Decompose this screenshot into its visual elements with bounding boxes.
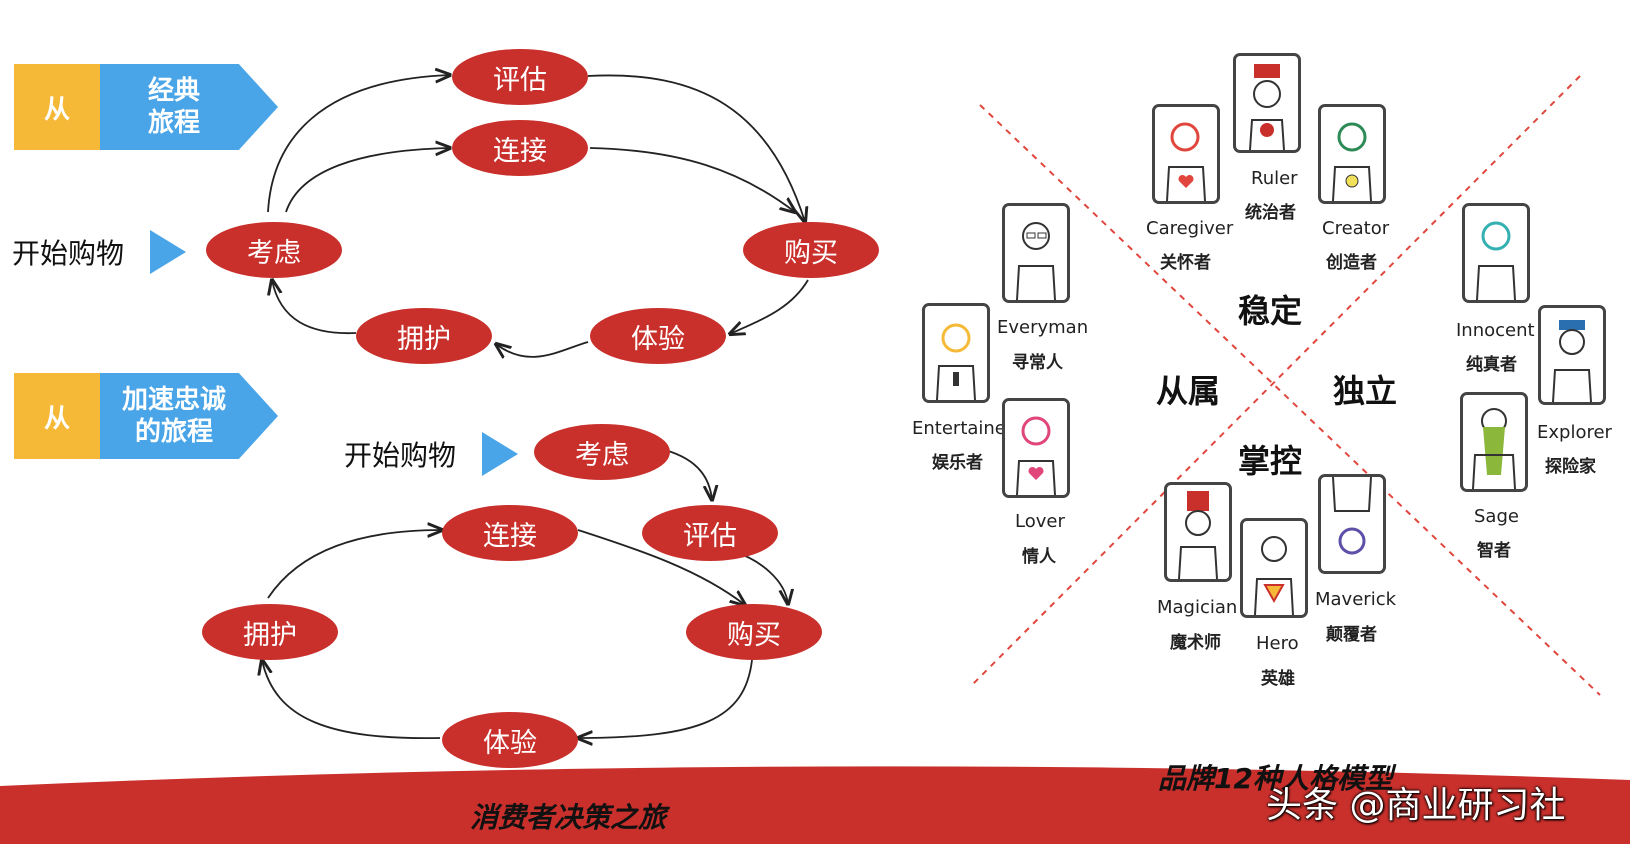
lightbulb-person-icon <box>1318 104 1386 204</box>
node2-advocate: 拥护 <box>202 604 338 660</box>
arrow-buy-experience <box>730 279 809 334</box>
archetype-cn: 情人 <box>1022 547 1056 567</box>
archetype-cn: 魔术师 <box>1170 633 1221 653</box>
archetype-en: Explorer <box>1537 422 1612 443</box>
badge-title: 加速忠诚 的旅程 <box>121 385 226 447</box>
node-experience: 体验 <box>590 308 726 364</box>
archetype-cn: 颠覆者 <box>1326 625 1377 645</box>
glasses-person-icon <box>1002 203 1070 303</box>
node2-connect: 连接 <box>442 505 578 561</box>
watermark: 头条 @商业研习社 <box>1266 785 1566 826</box>
bottom-band <box>0 766 1630 844</box>
quadrant-guides <box>971 75 1601 696</box>
arrow2-experience-advocate <box>262 660 441 740</box>
bearded-sage-icon <box>1460 392 1528 492</box>
node2-buy: 购买 <box>686 604 822 660</box>
node-evaluate: 评估 <box>452 49 588 105</box>
arrow2-buy-experience <box>578 659 753 738</box>
crown-king-icon <box>1233 53 1301 153</box>
start-shopping-label: 开始购物 <box>12 237 125 270</box>
archetype-cn: 娱乐者 <box>932 453 983 473</box>
quadrant-stable: 稳定 <box>1238 292 1303 330</box>
archetype-en: Ruler <box>1251 168 1298 189</box>
archetype-en: Magician <box>1157 597 1238 618</box>
node-buy: 购买 <box>743 222 879 278</box>
accelerated-journey-badge: 从 加速忠诚 的旅程 <box>14 373 278 459</box>
badge-from: 从 <box>14 373 100 459</box>
archetype-en: Maverick <box>1315 589 1397 610</box>
archetype-cn: 关怀者 <box>1160 253 1211 273</box>
arrow2-advocate-connect <box>267 530 442 599</box>
top-hat-magician-icon <box>1164 482 1232 582</box>
girl-icon <box>1462 203 1530 303</box>
arrow-consider-connect <box>285 148 450 213</box>
journey-arrows <box>0 0 809 760</box>
arrow2-connect-buy <box>577 529 745 605</box>
quadrant-independence: 独立 <box>1333 372 1398 410</box>
archetype-cn: 创造者 <box>1326 253 1377 273</box>
heart-woman-icon <box>1002 398 1070 498</box>
start-shopping-label-2: 开始购物 <box>344 439 457 472</box>
microphone-person-icon <box>922 303 990 403</box>
badge-arrow: 经典 旅程 <box>100 64 278 150</box>
archetype-cn: 寻常人 <box>1012 353 1063 373</box>
upside-down-person-icon <box>1318 474 1386 574</box>
archetype-en: Sage <box>1474 506 1519 527</box>
arrow-advocate-consider <box>272 280 357 335</box>
node-advocate: 拥护 <box>356 308 492 364</box>
quadrant-mastery: 掌控 <box>1238 442 1303 480</box>
archetype-cn: 英雄 <box>1261 669 1295 689</box>
node-consider: 考虑 <box>206 222 342 278</box>
archetype-en: Innocent <box>1456 320 1535 341</box>
archetype-en: Entertainer <box>912 418 1014 439</box>
archetype-en: Everyman <box>997 317 1089 338</box>
classic-journey-badge: 从 经典 旅程 <box>14 64 278 150</box>
superhero-icon <box>1240 518 1308 618</box>
heart-holder-icon <box>1152 104 1220 204</box>
arrow2-consider-evaluate <box>664 449 712 500</box>
node-connect: 连接 <box>452 120 588 176</box>
archetype-cn: 纯真者 <box>1466 355 1517 375</box>
node2-evaluate: 评估 <box>642 505 778 561</box>
badge-arrow: 加速忠诚 的旅程 <box>100 373 278 459</box>
archetype-cn: 智者 <box>1477 541 1511 561</box>
play-arrow-icon <box>482 432 518 476</box>
archetype-en: Hero <box>1256 633 1299 654</box>
archetype-en: Lover <box>1015 511 1065 532</box>
node2-experience: 体验 <box>442 712 578 768</box>
hat-explorer-icon <box>1538 305 1606 405</box>
arrow-connect-buy <box>589 147 795 212</box>
node2-consider: 考虑 <box>534 424 670 480</box>
arrow-experience-advocate <box>496 342 589 357</box>
arrow-consider-evaluate <box>267 75 450 213</box>
badge-title: 经典 旅程 <box>147 76 200 138</box>
archetype-caption: 品牌12种人格模型 <box>1158 762 1393 795</box>
archetype-en: Caregiver <box>1146 218 1234 239</box>
journey-caption: 消费者决策之旅 <box>470 801 667 834</box>
arrow-evaluate-buy <box>587 74 805 222</box>
play-arrow-icon <box>150 230 186 274</box>
badge-from: 从 <box>14 64 100 150</box>
quadrant-belonging: 从属 <box>1156 372 1221 410</box>
arrow2-evaluate-buy <box>734 551 788 604</box>
archetype-cn: 探险家 <box>1545 457 1596 477</box>
archetype-cn: 统治者 <box>1245 203 1296 223</box>
archetype-en: Creator <box>1322 218 1390 239</box>
